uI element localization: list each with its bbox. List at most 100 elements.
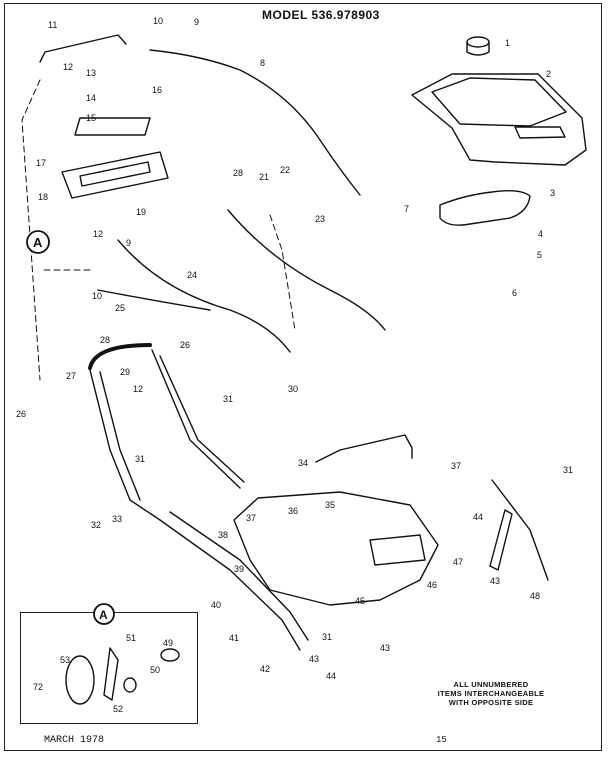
part-number-label: 49	[163, 638, 173, 648]
part-number-label: 31	[135, 454, 145, 464]
callout-letter-main: A	[33, 235, 43, 250]
part-number-label: 17	[36, 158, 46, 168]
part-number-label: 7	[404, 204, 409, 214]
part-number-label: 38	[218, 530, 228, 540]
part-number-label: 44	[473, 512, 483, 522]
part-number-label: 3	[550, 188, 555, 198]
part-number-label: 72	[33, 682, 43, 692]
engine-cover	[411, 73, 587, 166]
part-number-label: 36	[288, 506, 298, 516]
wheel-bracket-right	[489, 509, 513, 571]
part-number-label: 12	[133, 384, 143, 394]
inset-bolt	[160, 648, 180, 662]
part-number-label: 23	[315, 214, 325, 224]
control-housing-slot	[79, 161, 151, 187]
handle-arm-right	[491, 479, 549, 581]
part-number-label: 28	[100, 335, 110, 345]
part-number-label: 31	[223, 394, 233, 404]
part-number-label: 29	[120, 367, 130, 377]
part-number-label: 9	[126, 238, 131, 248]
part-number-label: 28	[233, 168, 243, 178]
part-number-label: 47	[453, 557, 463, 567]
part-number-label: 31	[563, 465, 573, 475]
control-housing	[61, 151, 169, 199]
part-number-label: 35	[325, 500, 335, 510]
part-number-label: 26	[16, 409, 26, 419]
lower-handle	[159, 519, 301, 651]
fuel-cap-body	[466, 41, 490, 56]
cable-24	[117, 239, 291, 353]
throttle-cable	[149, 49, 361, 196]
callout-circle-main	[26, 230, 50, 254]
handle-left-tube	[89, 369, 161, 521]
part-number-label: 39	[234, 564, 244, 574]
part-number-label: 37	[246, 513, 256, 523]
part-number-label: 14	[86, 93, 96, 103]
interchangeable-note: ALL UNNUMBERED ITEMS INTERCHANGEABLE WIT…	[396, 680, 586, 707]
part-number-label: 6	[512, 288, 517, 298]
part-number-label: 21	[259, 172, 269, 182]
part-number-label: 12	[93, 229, 103, 239]
part-number-label: 32	[91, 520, 101, 530]
part-number-label: 51	[126, 633, 136, 643]
part-number-label: 43	[490, 576, 500, 586]
part-number-label: 53	[60, 655, 70, 665]
part-number-label: 4	[538, 229, 543, 239]
handle-left-tube-inner	[99, 371, 141, 501]
handle-right-tube	[151, 349, 241, 489]
part-number-label: 45	[355, 596, 365, 606]
handle-grip	[88, 343, 152, 370]
part-number-label: 30	[288, 384, 298, 394]
part-number-label: 40	[211, 600, 221, 610]
part-number-label: 34	[298, 458, 308, 468]
callout-circle-inset	[93, 603, 115, 625]
part-number-label: 25	[115, 303, 125, 313]
part-number-label: 8	[260, 58, 265, 68]
leader-dashed	[21, 79, 296, 381]
part-number-label: 52	[113, 704, 123, 714]
part-number-label: 13	[86, 68, 96, 78]
part-number-label: 10	[92, 291, 102, 301]
part-number-label: 18	[38, 192, 48, 202]
note-line: ITEMS INTERCHANGEABLE	[437, 689, 545, 698]
note-line: ALL UNNUMBERED	[453, 680, 529, 689]
part-number-label: 43	[309, 654, 319, 664]
inset-plate	[65, 655, 95, 705]
part-number-label: 15	[86, 113, 96, 123]
cable-25	[97, 289, 211, 311]
inset-lever	[103, 647, 119, 701]
control-plate	[74, 117, 151, 136]
fuel-cap	[466, 36, 490, 48]
part-number-label: 43	[380, 643, 390, 653]
part-number-label: 24	[187, 270, 197, 280]
part-number-label: 11	[48, 20, 57, 30]
page-frame	[4, 3, 602, 751]
part-number-label: 12	[63, 62, 73, 72]
lower-handle-inner	[169, 511, 309, 641]
part-number-label: 5	[537, 250, 542, 260]
part-number-label: 2	[546, 69, 551, 79]
part-number-label: 1	[505, 38, 510, 48]
callout-letter-inset: A	[99, 608, 108, 622]
part-number-label: 22	[280, 165, 290, 175]
part-number-labels: 1234567899101011121212131415161718192122…	[16, 16, 573, 714]
mower-deck	[233, 491, 439, 606]
upper-bar	[39, 34, 127, 63]
deck-recess	[369, 534, 426, 566]
control-bail	[315, 434, 413, 463]
engine-cover-grille	[514, 126, 566, 139]
revision-date: MARCH 1978	[44, 735, 105, 746]
part-number-label: 19	[136, 207, 146, 217]
part-number-label: 33	[112, 514, 122, 524]
inset-washer	[123, 677, 137, 693]
part-number-label: 48	[530, 591, 540, 601]
part-number-label: 9	[194, 17, 199, 27]
part-number-label: 44	[326, 671, 336, 681]
note-line: WITH OPPOSITE SIDE	[448, 698, 534, 707]
part-number-label: 31	[322, 632, 332, 642]
part-number-label: 41	[229, 633, 239, 643]
part-number-label: 50	[150, 665, 160, 675]
handle-right-tube-inner	[159, 355, 245, 483]
